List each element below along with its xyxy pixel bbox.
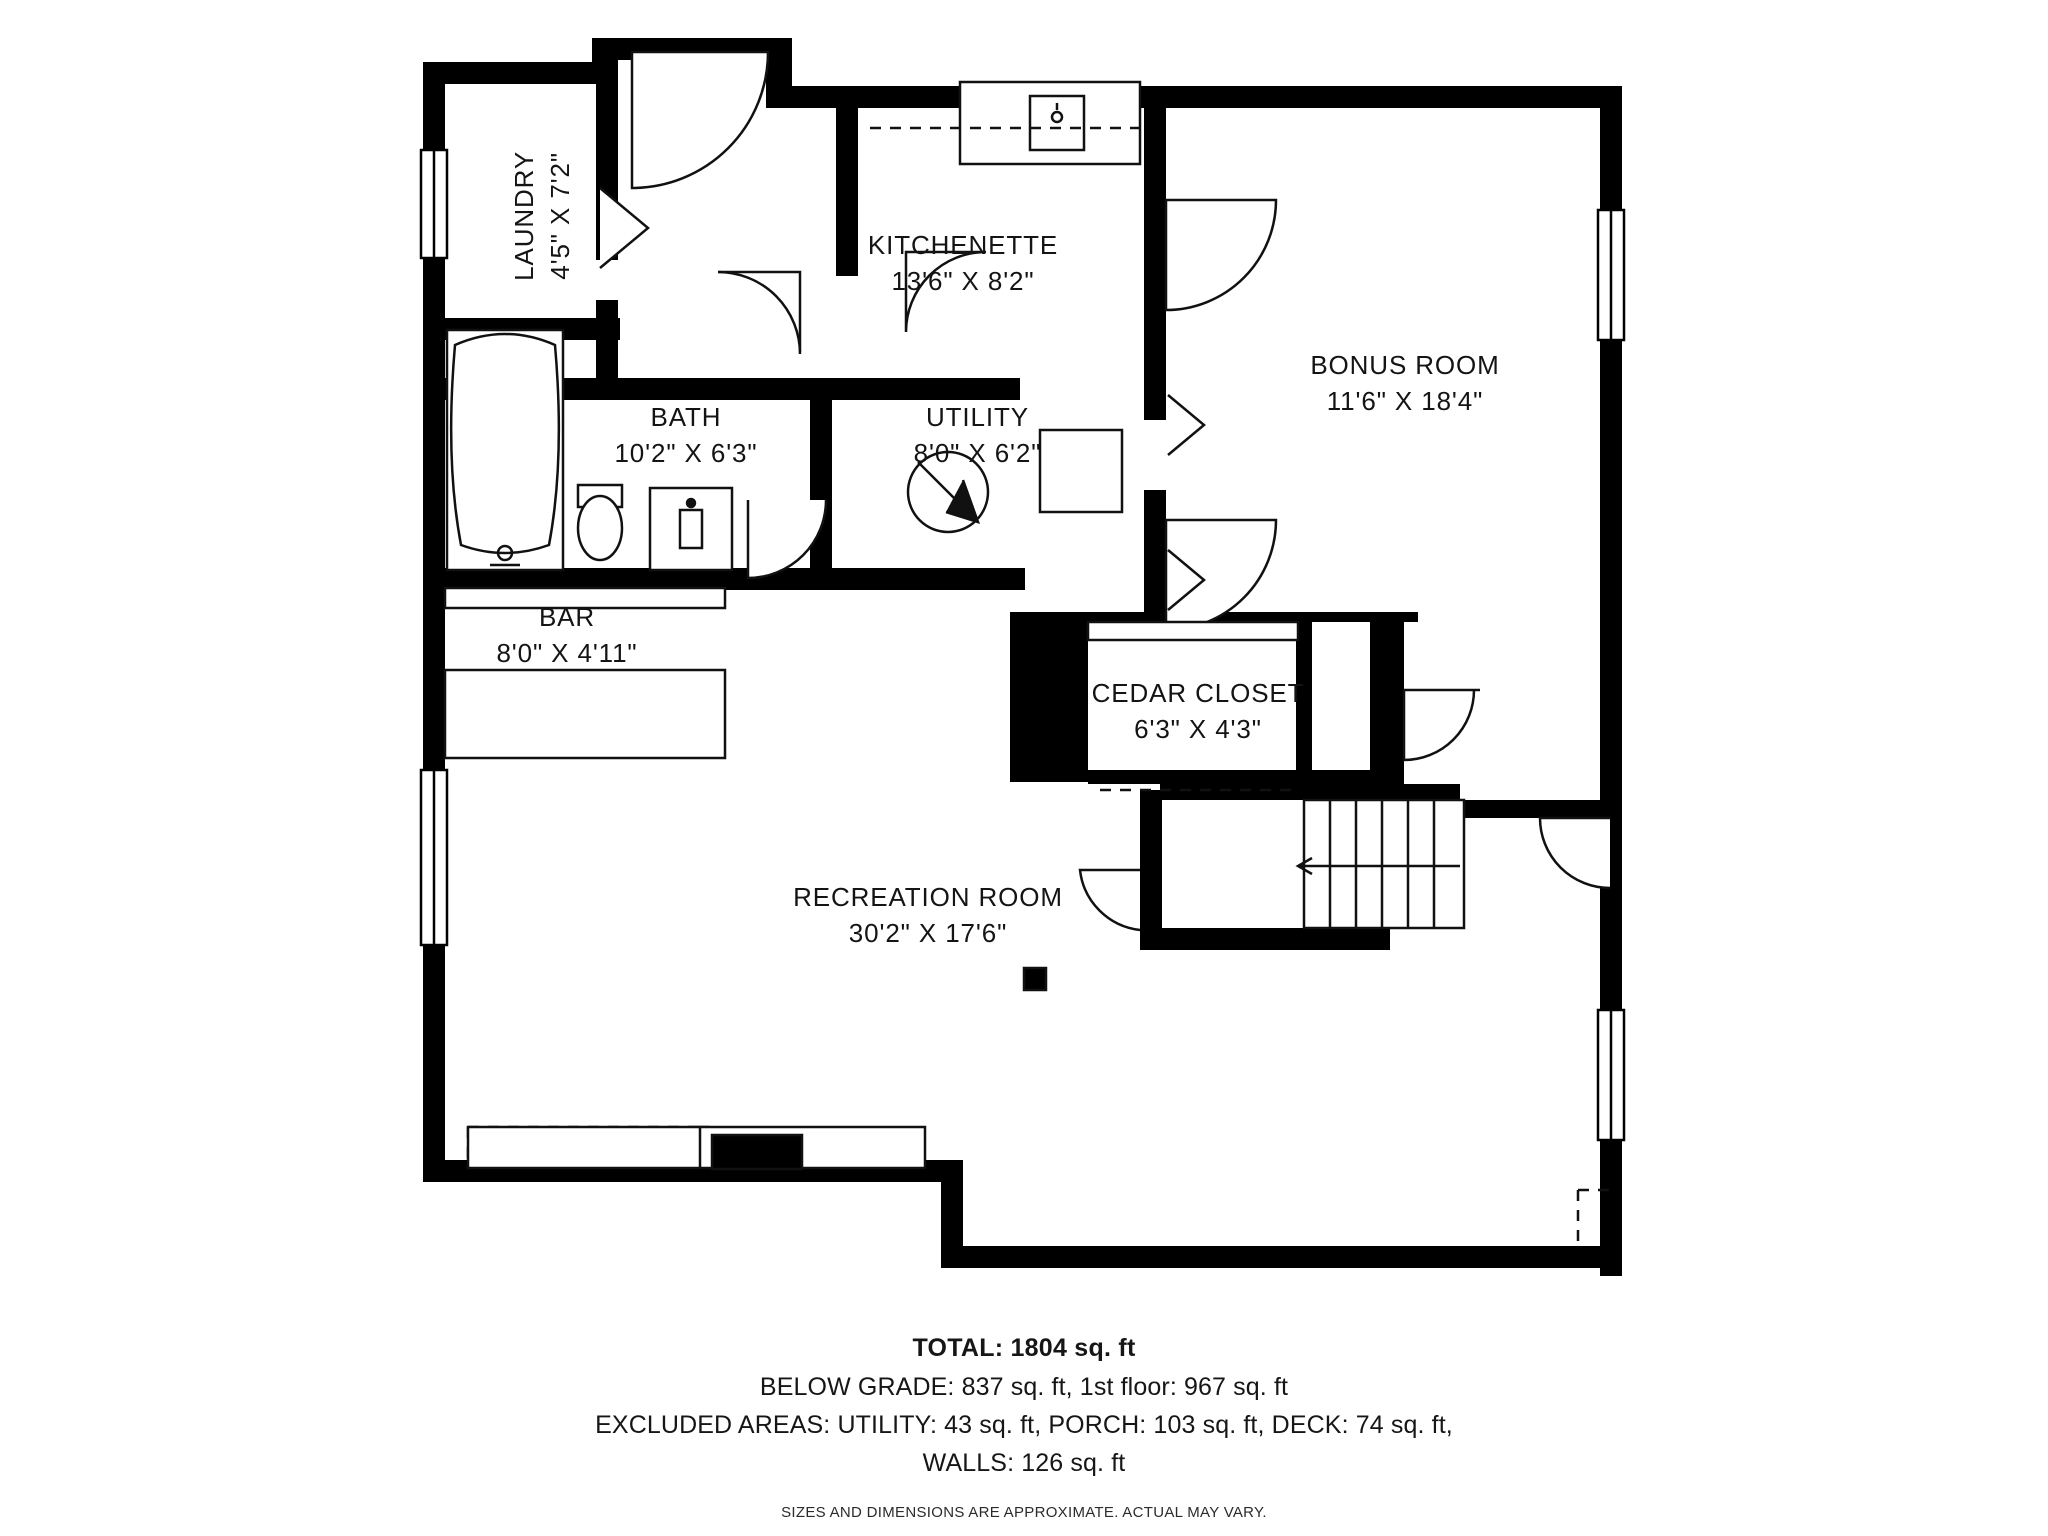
room-name-kitchenette: KITCHENETTE <box>867 230 1059 260</box>
stairs-group <box>1295 798 1466 930</box>
excluded-areas-text: EXCLUDED AREAS: UTILITY: 43 sq. ft, PORC… <box>595 1410 1453 1439</box>
room-label-laundry: LAUNDRY 4'5" X 7'2" <box>507 121 579 311</box>
room-dimensions-utility: 8'0" X 6'2" <box>913 437 1042 468</box>
disclaimer-text: SIZES AND DIMENSIONS ARE APPROXIMATE. AC… <box>781 1503 1267 1521</box>
room-name-bar: BAR <box>538 602 596 632</box>
room-dimensions-laundry: 4'5" X 7'2" <box>545 152 575 280</box>
misc-marks-group <box>1022 966 1048 992</box>
room-dimensions-cedar-closet: 6'3" X 4'3" <box>1134 713 1262 744</box>
below-grade-text: BELOW GRADE: 837 sq. ft, 1st floor: 967 … <box>759 1372 1289 1401</box>
room-name-bonus-room: BONUS ROOM <box>1310 350 1500 380</box>
room-dimensions-bath: 10'2" X 6'3" <box>614 437 758 468</box>
room-name-bath: BATH <box>650 402 722 432</box>
total-area-text: TOTAL: 1804 sq. ft <box>912 1334 1136 1362</box>
room-dimensions-recreation-room: 30'2" X 17'6" <box>848 917 1008 948</box>
room-name-utility: UTILITY <box>926 402 1029 432</box>
walls-area-text: WALLS: 126 sq. ft <box>922 1448 1126 1477</box>
room-dimensions-bar: 8'0" X 4'11" <box>496 637 638 668</box>
room-label-utility: UTILITY 8'0" X 6'2" <box>870 400 1085 472</box>
room-dimensions-bonus-room: 11'6" X 18'4" <box>1326 385 1484 416</box>
area-summary: TOTAL: 1804 sq. ft BELOW GRADE: 837 sq. … <box>0 1330 2048 1521</box>
room-name-cedar-closet: CEDAR CLOSET <box>1091 678 1305 708</box>
room-label-bath: BATH 10'2" X 6'3" <box>566 400 806 472</box>
room-label-kitchenette: KITCHENETTE 13'6" X 8'2" <box>828 228 1098 300</box>
bifold-doors-group <box>1167 394 1206 611</box>
doors-group <box>599 50 1611 932</box>
windows-group <box>419 148 1626 1142</box>
storage-shelves-group <box>466 1125 927 1171</box>
room-label-recreation-room: RECREATION ROOM 30'2" X 17'6" <box>768 880 1088 952</box>
walls-group <box>423 38 1622 1276</box>
fixtures-group <box>443 80 1300 760</box>
room-dimensions-kitchenette: 13'6" X 8'2" <box>891 265 1035 296</box>
room-label-cedar-closet: CEDAR CLOSET 6'3" X 4'3" <box>1068 676 1328 748</box>
room-name-laundry: LAUNDRY <box>509 150 540 281</box>
room-name-recreation-room: RECREATION ROOM <box>793 882 1063 912</box>
room-label-bar: BAR 8'0" X 4'11" <box>447 600 687 672</box>
room-label-bonus-room: BONUS ROOM 11'6" X 18'4" <box>1250 348 1560 420</box>
